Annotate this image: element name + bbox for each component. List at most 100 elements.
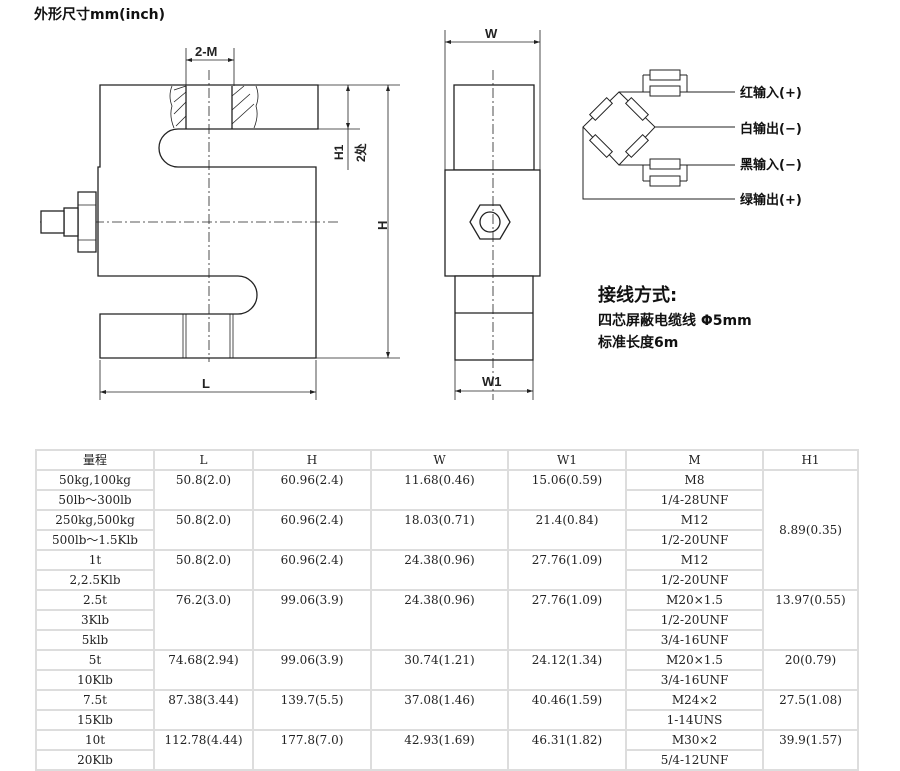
wire-label-red: 红输入(+): [740, 86, 802, 101]
table-row: 10Klb 3/4-16UNF: [35, 669, 858, 691]
dim-arrows-m: [186, 58, 234, 62]
w1-cell: 15.06(0.59): [507, 469, 627, 511]
section-title: 外形尺寸mm(inch): [34, 7, 166, 23]
capacity-cell: 20Klb: [35, 749, 155, 771]
capacity-cell: 10Klb: [35, 669, 155, 691]
capacity-cell: 15Klb: [35, 709, 155, 731]
dim-lines-w: [444, 30, 541, 400]
side-upper-block: [453, 84, 535, 171]
capacity-cell: 7.5t: [35, 689, 155, 711]
resistor-icon: [624, 133, 650, 159]
h-cell: 99.06(3.9): [252, 649, 372, 691]
hatch-right: [231, 85, 259, 129]
column-header: H1: [762, 449, 859, 471]
s-beam-outline: [97, 84, 319, 359]
h1-cell: 20(0.79): [762, 649, 859, 691]
column-header: W: [370, 449, 509, 471]
table-row: 500lb～1.5Klb 1/2-20UNF: [35, 529, 858, 551]
thread-lines-bottom: [182, 314, 234, 358]
bridge-circuit: [582, 69, 735, 200]
thread-cell: M24×2: [625, 689, 764, 711]
dim-label-w1: W1: [482, 374, 502, 389]
column-header: L: [153, 449, 254, 471]
thread-cell: 1/2-20UNF: [625, 569, 764, 591]
h-cell: 60.96(2.4): [252, 509, 372, 551]
w-cell: 37.08(1.46): [370, 689, 509, 731]
thread-cell: M30×2: [625, 729, 764, 751]
capacity-cell: 500lb～1.5Klb: [35, 529, 155, 551]
capacity-cell: 50kg,100kg: [35, 469, 155, 491]
w-cell: 42.93(1.69): [370, 729, 509, 771]
column-header: W1: [507, 449, 627, 471]
column-header: M: [625, 449, 764, 471]
l-cell: 112.78(4.44): [153, 729, 254, 771]
capacity-cell: 50lb～300lb: [35, 489, 155, 511]
l-cell: 50.8(2.0): [153, 509, 254, 551]
capacity-cell: 5t: [35, 649, 155, 671]
w-cell: 30.74(1.21): [370, 649, 509, 691]
h1-cell: 13.97(0.55): [762, 589, 859, 651]
capacity-cell: 2,2.5Klb: [35, 569, 155, 591]
h-cell: 99.06(3.9): [252, 589, 372, 651]
w1-cell: 46.31(1.82): [507, 729, 627, 771]
thread-cell: 3/4-16UNF: [625, 669, 764, 691]
thread-cell: M8: [625, 469, 764, 491]
l-cell: 87.38(3.44): [153, 689, 254, 731]
resistor-icon: [649, 69, 681, 81]
w1-cell: 27.76(1.09): [507, 549, 627, 591]
thread-cell: 1/2-20UNF: [625, 609, 764, 631]
dim-lines-m: [185, 48, 235, 86]
hatch-left: [169, 85, 187, 129]
wire-label-green: 绿输出(+): [740, 193, 802, 208]
resistor-icon: [649, 175, 681, 187]
capacity-cell: 250kg,500kg: [35, 509, 155, 531]
h1-cell: 8.89(0.35): [762, 469, 859, 591]
cable-spec: 四芯屏蔽电缆线 Φ5mm: [598, 313, 752, 329]
w1-cell: 21.4(0.84): [507, 509, 627, 551]
resistor-icon: [649, 158, 681, 170]
l-cell: 76.2(3.0): [153, 589, 254, 651]
side-view: W W1: [444, 26, 541, 400]
table-row: 2,2.5Klb 1/2-20UNF: [35, 569, 858, 591]
side-lower-block: [454, 275, 534, 361]
thread-cell: M12: [625, 549, 764, 571]
resistor-icon: [624, 96, 650, 122]
dim-label-l: L: [202, 376, 210, 391]
h1-cell: 27.5(1.08): [762, 689, 859, 731]
thread-cell: M20×1.5: [625, 589, 764, 611]
thread-cell: 3/4-16UNF: [625, 629, 764, 651]
h-cell: 60.96(2.4): [252, 549, 372, 591]
resistor-icon: [588, 133, 614, 159]
capacity-cell: 1t: [35, 549, 155, 571]
w1-cell: 24.12(1.34): [507, 649, 627, 691]
thread-cell: 1/4-28UNF: [625, 489, 764, 511]
technical-drawing: 2-M H1 2处 H L W W1: [40, 26, 735, 400]
dim-label-h: H: [375, 221, 390, 230]
dim-lines-h: [316, 84, 400, 359]
h-cell: 139.7(5.5): [252, 689, 372, 731]
l-cell: 50.8(2.0): [153, 549, 254, 591]
capacity-cell: 2.5t: [35, 589, 155, 611]
w1-cell: 27.76(1.09): [507, 589, 627, 651]
dim-label-h1-note: 2处: [353, 142, 368, 162]
w-cell: 24.38(0.96): [370, 549, 509, 591]
wire-label-white: 白输出(−): [740, 122, 802, 137]
column-header: 量程: [35, 449, 155, 471]
dim-label-h1: H1: [332, 144, 346, 160]
h-cell: 60.96(2.4): [252, 469, 372, 511]
thread-cell: 1/2-20UNF: [625, 529, 764, 551]
